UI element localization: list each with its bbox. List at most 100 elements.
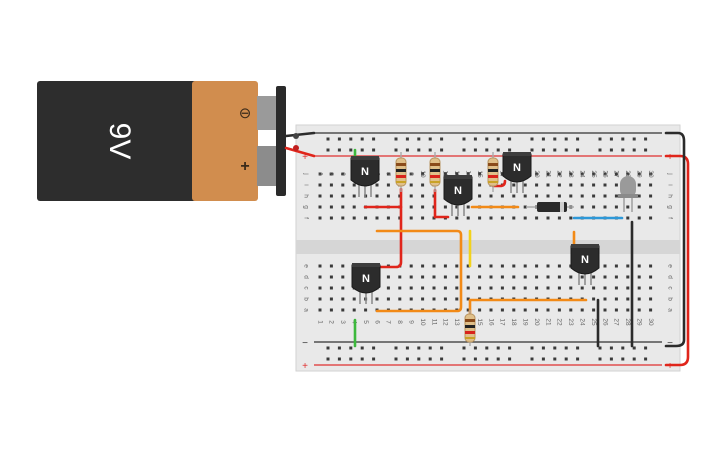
transistor-3[interactable]: N (502, 152, 532, 193)
breadboard-hole[interactable] (360, 137, 364, 141)
breadboard-hole[interactable] (637, 205, 641, 209)
breadboard-hole[interactable] (386, 172, 390, 176)
breadboard-hole[interactable] (512, 308, 516, 312)
breadboard-hole[interactable] (341, 194, 345, 198)
breadboard-hole[interactable] (405, 357, 409, 361)
breadboard-hole[interactable] (637, 286, 641, 290)
breadboard-hole[interactable] (576, 357, 580, 361)
breadboard-hole[interactable] (603, 264, 607, 268)
breadboard-hole[interactable] (496, 346, 500, 350)
breadboard-hole[interactable] (512, 216, 516, 220)
breadboard-hole[interactable] (455, 172, 459, 176)
breadboard-hole[interactable] (500, 172, 504, 176)
breadboard-hole[interactable] (614, 183, 618, 187)
breadboard-hole[interactable] (535, 216, 539, 220)
breadboard-hole[interactable] (614, 308, 618, 312)
breadboard-hole[interactable] (409, 275, 413, 279)
breadboard-hole[interactable] (632, 357, 636, 361)
breadboard-hole[interactable] (649, 205, 653, 209)
resistor-3[interactable] (487, 152, 499, 192)
breadboard-hole[interactable] (626, 172, 630, 176)
breadboard-hole[interactable] (428, 357, 432, 361)
breadboard-hole[interactable] (318, 264, 322, 268)
breadboard-hole[interactable] (637, 172, 641, 176)
breadboard-hole[interactable] (592, 297, 596, 301)
breadboard-hole[interactable] (466, 264, 470, 268)
breadboard-hole[interactable] (569, 183, 573, 187)
breadboard-hole[interactable] (455, 286, 459, 290)
breadboard-hole[interactable] (523, 308, 527, 312)
breadboard-hole[interactable] (485, 137, 489, 141)
breadboard-hole[interactable] (644, 148, 648, 152)
breadboard-hole[interactable] (341, 264, 345, 268)
diode[interactable] (526, 202, 574, 212)
breadboard-hole[interactable] (372, 357, 376, 361)
breadboard-hole[interactable] (352, 216, 356, 220)
breadboard-hole[interactable] (592, 194, 596, 198)
breadboard-hole[interactable] (637, 264, 641, 268)
breadboard-hole[interactable] (352, 308, 356, 312)
breadboard-hole[interactable] (649, 183, 653, 187)
breadboard-hole[interactable] (523, 216, 527, 220)
breadboard-hole[interactable] (349, 137, 353, 141)
breadboard-hole[interactable] (523, 264, 527, 268)
breadboard-hole[interactable] (592, 205, 596, 209)
breadboard-hole[interactable] (485, 148, 489, 152)
breadboard-hole[interactable] (372, 346, 376, 350)
breadboard-hole[interactable] (569, 275, 573, 279)
breadboard-hole[interactable] (546, 308, 550, 312)
breadboard-hole[interactable] (421, 275, 425, 279)
breadboard-hole[interactable] (466, 216, 470, 220)
breadboard-hole[interactable] (455, 264, 459, 268)
breadboard-hole[interactable] (466, 308, 470, 312)
breadboard-hole[interactable] (352, 205, 356, 209)
breadboard-hole[interactable] (473, 357, 477, 361)
breadboard-hole[interactable] (603, 183, 607, 187)
wire-orange-bottom[interactable] (468, 298, 588, 315)
breadboard-hole[interactable] (500, 308, 504, 312)
breadboard-hole[interactable] (512, 275, 516, 279)
breadboard-hole[interactable] (489, 194, 493, 198)
breadboard-hole[interactable] (329, 286, 333, 290)
breadboard-hole[interactable] (443, 172, 447, 176)
wire-red-4[interactable] (491, 179, 507, 188)
breadboard-hole[interactable] (535, 308, 539, 312)
breadboard-hole[interactable] (455, 297, 459, 301)
breadboard-hole[interactable] (349, 357, 353, 361)
wire-battery-plus[interactable] (284, 146, 316, 158)
breadboard-hole[interactable] (592, 183, 596, 187)
breadboard-hole[interactable] (394, 137, 398, 141)
breadboard-hole[interactable] (569, 286, 573, 290)
breadboard-hole[interactable] (489, 286, 493, 290)
breadboard-hole[interactable] (326, 137, 330, 141)
breadboard-hole[interactable] (512, 286, 516, 290)
breadboard-hole[interactable] (541, 346, 545, 350)
breadboard-hole[interactable] (473, 148, 477, 152)
breadboard-hole[interactable] (644, 357, 648, 361)
breadboard-hole[interactable] (375, 183, 379, 187)
breadboard-hole[interactable] (626, 297, 630, 301)
breadboard-hole[interactable] (326, 346, 330, 350)
breadboard-hole[interactable] (341, 275, 345, 279)
breadboard-hole[interactable] (530, 137, 534, 141)
breadboard-hole[interactable] (508, 357, 512, 361)
breadboard-hole[interactable] (649, 264, 653, 268)
breadboard-hole[interactable] (409, 297, 413, 301)
breadboard-hole[interactable] (508, 137, 512, 141)
wire-black-right-rail[interactable] (664, 131, 686, 348)
battery[interactable]: 9V ⊖ + (37, 81, 286, 201)
breadboard-hole[interactable] (598, 357, 602, 361)
breadboard-hole[interactable] (489, 216, 493, 220)
breadboard-hole[interactable] (398, 297, 402, 301)
breadboard-hole[interactable] (432, 264, 436, 268)
breadboard-hole[interactable] (440, 148, 444, 152)
breadboard-hole[interactable] (523, 205, 527, 209)
breadboard-hole[interactable] (649, 216, 653, 220)
breadboard-hole[interactable] (637, 308, 641, 312)
breadboard-hole[interactable] (614, 172, 618, 176)
breadboard-hole[interactable] (478, 286, 482, 290)
breadboard-hole[interactable] (553, 357, 557, 361)
breadboard-hole[interactable] (329, 264, 333, 268)
breadboard-hole[interactable] (326, 148, 330, 152)
breadboard-hole[interactable] (523, 275, 527, 279)
